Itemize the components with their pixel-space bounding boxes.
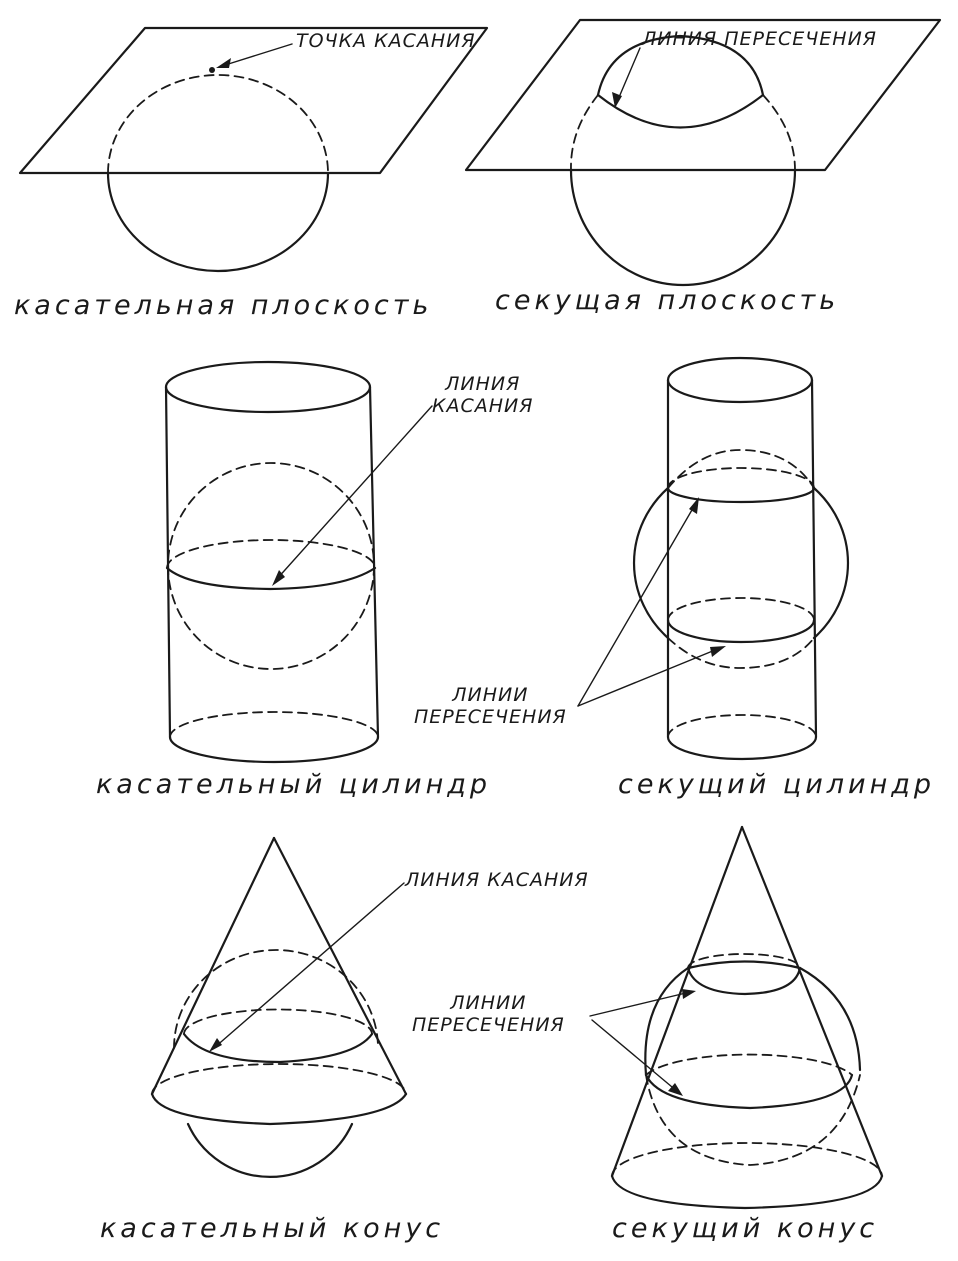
secant-cone-figure — [589, 825, 884, 1210]
tangency-point-label: ТОЧКА КАСАНИЯ — [296, 30, 476, 52]
secant-cone-right-edge — [740, 825, 884, 1178]
tangent-cone-base-back — [151, 1063, 407, 1095]
secant-cylinder-sphere-left — [633, 486, 670, 640]
tangency-point-leader — [221, 43, 293, 67]
secant-plane-caption: секущая плоскость — [495, 285, 840, 316]
tangent-cylinder-contact-back — [166, 539, 376, 569]
tangency-point-arrowhead — [216, 58, 231, 68]
cone-intersection-label-line1: ЛИНИИ — [450, 992, 527, 1014]
secant-cone-sphere-lower-hidden — [645, 1074, 861, 1166]
intersection-line-leader — [616, 47, 641, 103]
cylinder-intersection-leader-upper — [577, 502, 697, 707]
tangent-cone-left-edge — [150, 836, 276, 1096]
secant-cone-upper-intersection-front — [686, 966, 802, 996]
contact-line-arrowhead — [272, 570, 285, 586]
secant-plane-sphere-cap — [596, 34, 765, 97]
cone-contact-arrowhead — [209, 1038, 222, 1052]
secant-cylinder-sphere-top-hidden — [667, 449, 815, 489]
secant-cylinder-upper-intersection-back — [667, 467, 815, 489]
secant-cylinder-right-edge — [810, 378, 818, 739]
cylinder-contact-label-line2: КАСАНИЯ — [432, 394, 534, 417]
tangent-cylinder-caption: касательный цилиндр — [96, 769, 492, 800]
tangent-cylinder-left-edge — [164, 385, 172, 739]
secant-cone-left-edge — [610, 825, 744, 1178]
secant-cylinder-bottom-back — [667, 714, 817, 738]
secant-cylinder-top-ellipse — [666, 356, 814, 404]
secant-cone-upper-intersection-back — [687, 953, 801, 969]
tangent-cylinder-bottom-back — [169, 711, 379, 738]
secant-cone-base-back — [611, 1142, 883, 1177]
cylinder-intersection-label: ЛИНИИ ПЕРЕСЕЧЕНИЯ — [414, 684, 567, 729]
secant-cylinder-sphere-right — [812, 486, 849, 640]
cylinder-contact-label: ЛИНИЯ КАСАНИЯ — [432, 373, 534, 418]
secant-cylinder-upper-intersection-front — [666, 486, 816, 504]
secant-plane-sphere-visible — [569, 168, 797, 287]
tangency-point — [209, 67, 215, 73]
cone-intersection-arrowhead-upper — [682, 989, 696, 999]
cone-intersection-label: ЛИНИИ ПЕРЕСЕЧЕНИЯ — [412, 992, 565, 1037]
intersection-line-arrowhead — [612, 92, 622, 108]
secant-plane-sphere-hidden-left — [570, 94, 599, 171]
secant-cone-sphere-left-visible — [644, 966, 690, 1077]
secant-cylinder-sphere-bottom-hidden — [667, 637, 815, 669]
cone-intersection-arrowhead-lower — [668, 1083, 683, 1096]
secant-plane-sphere-hidden-right — [762, 94, 796, 171]
secant-cone-caption: секущий конус — [612, 1213, 879, 1244]
secant-cylinder-caption: секущий цилиндр — [618, 769, 936, 800]
secant-cylinder-lower-intersection-front — [666, 618, 816, 644]
tangent-plane-sphere-visible — [106, 171, 330, 273]
cone-intersection-label-line2: ПЕРЕСЕЧЕНИЯ — [412, 1013, 565, 1036]
tangent-cylinder-top-ellipse — [164, 360, 372, 414]
tangent-plane-parallelogram — [18, 26, 489, 175]
tangent-plane-figure — [18, 26, 489, 273]
cone-intersection-leader-lower — [591, 1019, 679, 1093]
tangent-cylinder-contact-front — [165, 566, 377, 591]
tangent-cone-contact-back — [183, 1008, 373, 1035]
secant-plane-figure — [464, 18, 942, 287]
cylinder-intersection-label-line2: ПЕРЕСЕЧЕНИЯ — [414, 705, 567, 728]
tangent-cylinder-figure — [164, 360, 433, 764]
tangent-cylinder-right-edge — [368, 385, 380, 739]
secant-cylinder-figure — [577, 356, 849, 761]
secant-plane-parallelogram — [464, 18, 942, 172]
intersection-line-label: ЛИНИЯ ПЕРЕСЕЧЕНИЯ — [642, 28, 877, 50]
cylinder-intersection-leader-lower — [577, 647, 721, 707]
tangent-cone-sphere-visible — [186, 1122, 354, 1178]
secant-cone-lower-intersection-front — [644, 1073, 854, 1110]
tangent-cone-base-front — [150, 1092, 408, 1126]
secant-cone-lower-intersection-back — [645, 1053, 853, 1076]
tangent-plane-sphere-hidden — [107, 74, 329, 174]
tangent-cylinder-bottom-front — [168, 735, 380, 764]
cylinder-intersection-label-line1: ЛИНИИ — [452, 684, 529, 706]
secant-plane-intersection-line — [596, 93, 765, 129]
cone-contact-label: ЛИНИЯ КАСАНИЯ — [405, 869, 589, 891]
cylinder-contact-label-line1: ЛИНИЯ — [445, 373, 521, 395]
secant-cylinder-bottom-front — [666, 735, 818, 761]
tangent-cone-sphere-hidden — [173, 949, 379, 1049]
secant-cone-sphere-upper-visible — [686, 960, 862, 1072]
tangent-cone-right-edge — [272, 836, 408, 1096]
secant-cone-base-front — [610, 1174, 884, 1210]
cone-intersection-leader-upper — [589, 991, 691, 1017]
cylinder-intersection-arrowhead-upper — [689, 497, 699, 514]
cylinder-intersection-arrowhead-lower — [710, 646, 726, 657]
tangent-cone-caption: касательный конус — [100, 1213, 445, 1244]
contact-line-leader — [275, 405, 433, 581]
tangent-cylinder-sphere — [167, 462, 375, 670]
tangent-cone-figure — [150, 836, 408, 1178]
tangent-cone-contact-front — [182, 1032, 374, 1064]
cone-contact-leader — [213, 882, 405, 1049]
secant-cylinder-lower-intersection-back — [667, 597, 815, 621]
tangent-plane-caption: касательная плоскость — [14, 290, 433, 321]
